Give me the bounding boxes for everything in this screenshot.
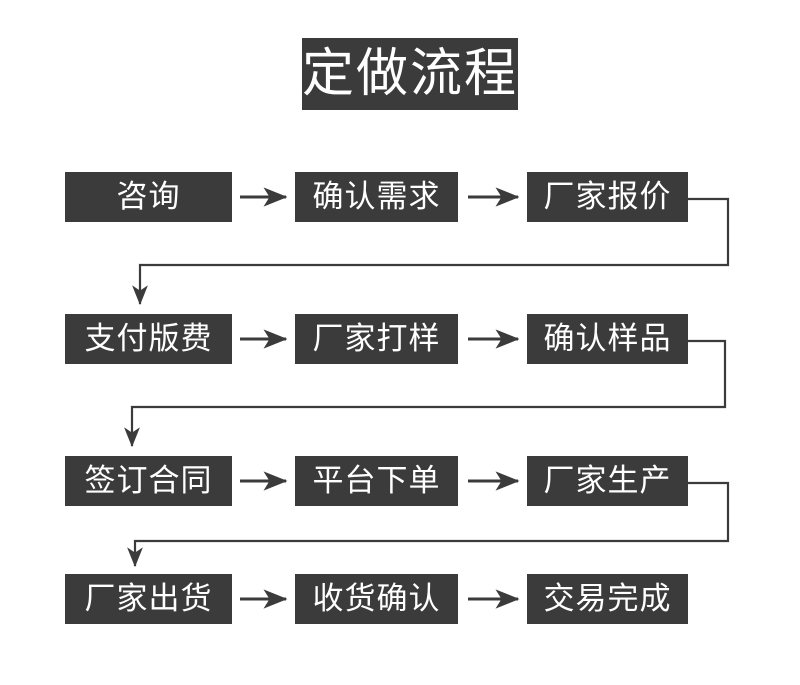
flow-node-consult[interactable]: 咨询 [65,172,232,222]
diagram-title: 定做流程 [302,38,518,110]
flow-node-platform-order[interactable]: 平台下单 [295,456,458,506]
flow-node-receipt-confirm[interactable]: 收货确认 [295,574,458,624]
flow-node-sign-contract[interactable]: 签订合同 [65,456,232,506]
flow-node-factory-production[interactable]: 厂家生产 [527,456,688,506]
flow-node-factory-sample[interactable]: 厂家打样 [295,314,458,364]
flow-node-transaction-complete[interactable]: 交易完成 [527,574,688,624]
flow-node-factory-quote[interactable]: 厂家报价 [527,172,688,222]
flow-node-confirm-requirements[interactable]: 确认需求 [295,172,458,222]
flow-node-factory-shipment[interactable]: 厂家出货 [65,574,232,624]
flow-node-confirm-sample[interactable]: 确认样品 [527,314,688,364]
flow-node-pay-plate-fee[interactable]: 支付版费 [65,314,232,364]
